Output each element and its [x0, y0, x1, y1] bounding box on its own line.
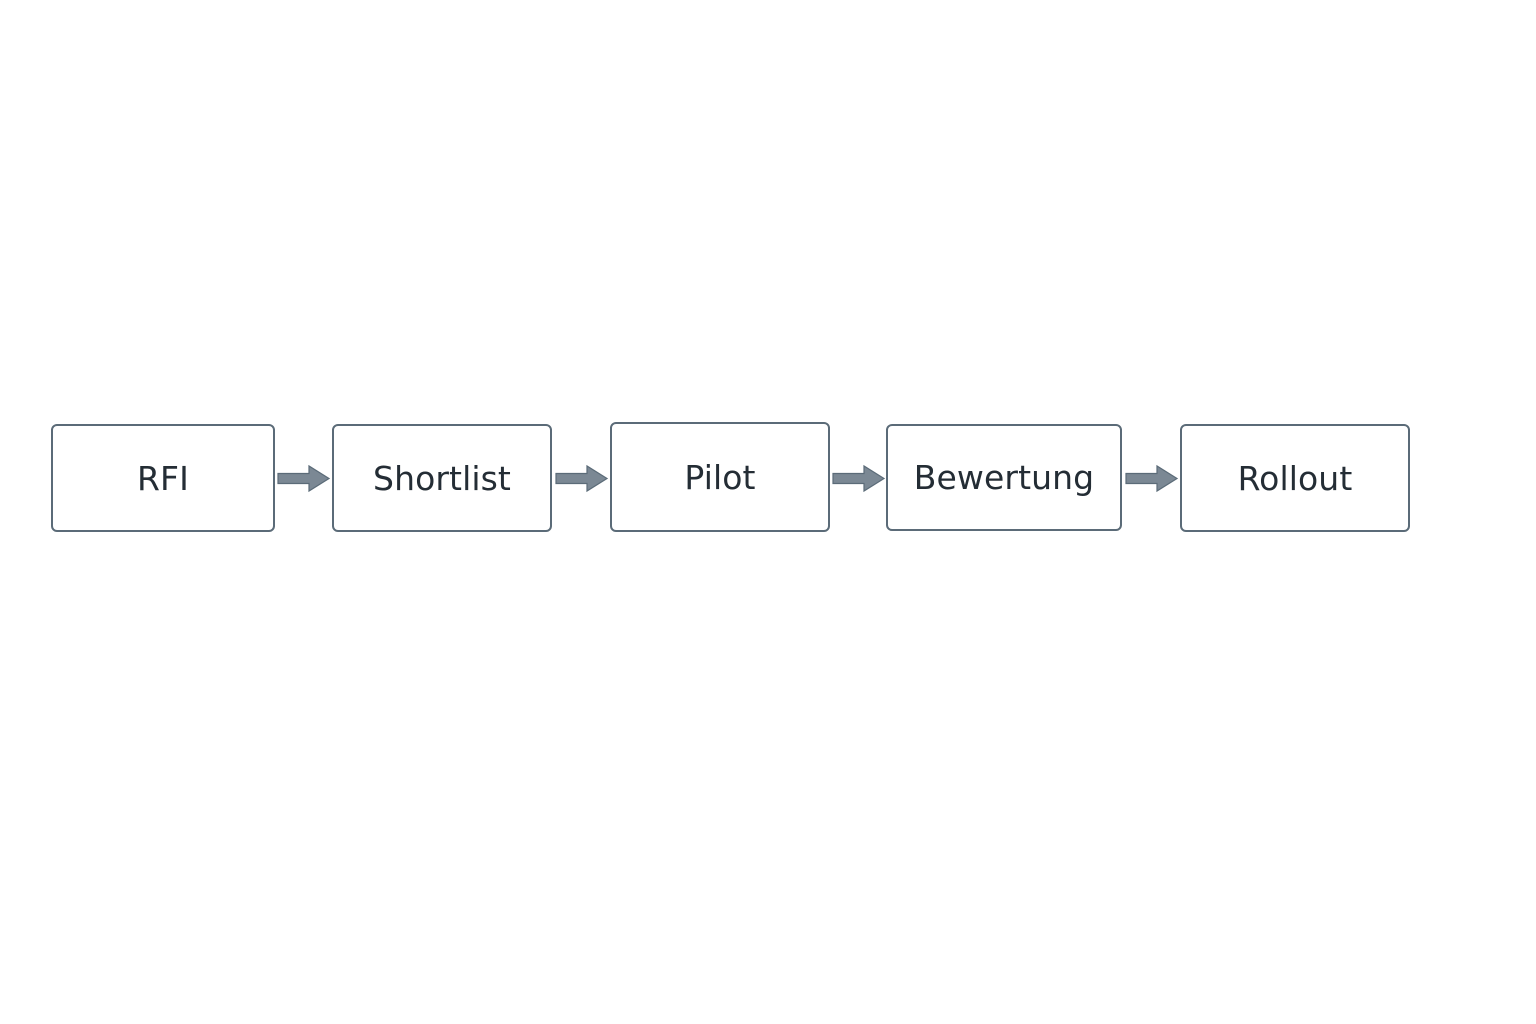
process-node-label: Bewertung — [913, 458, 1095, 497]
process-node-label: Rollout — [1237, 458, 1353, 498]
flow-arrow-pilot-to-bewertung — [832, 464, 886, 493]
process-node-rfi[interactable]: RFI — [51, 424, 275, 532]
flow-arrow-bewertung-to-rollout — [1125, 464, 1179, 493]
process-node-rollout[interactable]: Rollout — [1180, 424, 1410, 532]
process-node-label: Pilot — [684, 457, 756, 497]
arrow-right-icon — [555, 464, 609, 493]
process-node-pilot[interactable]: Pilot — [610, 422, 830, 532]
process-node-bewertung[interactable]: Bewertung — [886, 424, 1122, 531]
process-node-label: Shortlist — [373, 458, 511, 498]
flow-arrow-shortlist-to-pilot — [555, 464, 609, 493]
process-node-shortlist[interactable]: Shortlist — [332, 424, 552, 532]
flow-arrow-rfi-to-shortlist — [277, 464, 331, 493]
arrow-right-icon — [277, 464, 331, 493]
process-node-label: RFI — [137, 458, 189, 498]
arrow-right-icon — [1125, 464, 1179, 493]
arrow-right-icon — [832, 464, 886, 493]
